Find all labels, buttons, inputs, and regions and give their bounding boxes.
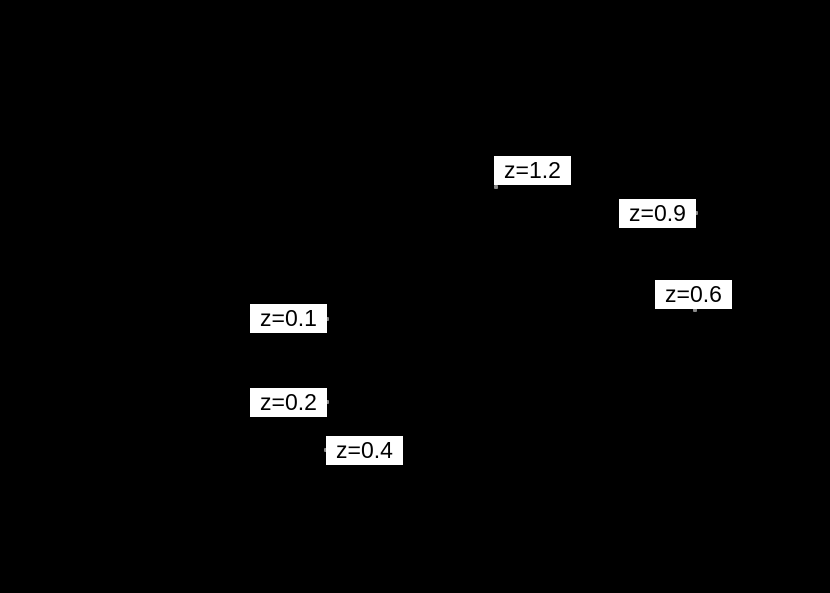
data-point-marker [694,211,698,215]
annotation-label-z-1-2: z=1.2 [494,156,571,185]
data-point-marker [494,185,498,189]
annotation-label-z-0-9: z=0.9 [619,199,696,228]
data-point-marker [325,317,329,321]
annotation-label-z-0-1: z=0.1 [250,304,327,333]
data-point-marker [693,308,697,312]
data-point-marker [325,400,329,404]
annotation-label-z-0-2: z=0.2 [250,388,327,417]
annotation-label-z-0-4: z=0.4 [326,436,403,465]
annotation-label-z-0-6: z=0.6 [655,280,732,309]
